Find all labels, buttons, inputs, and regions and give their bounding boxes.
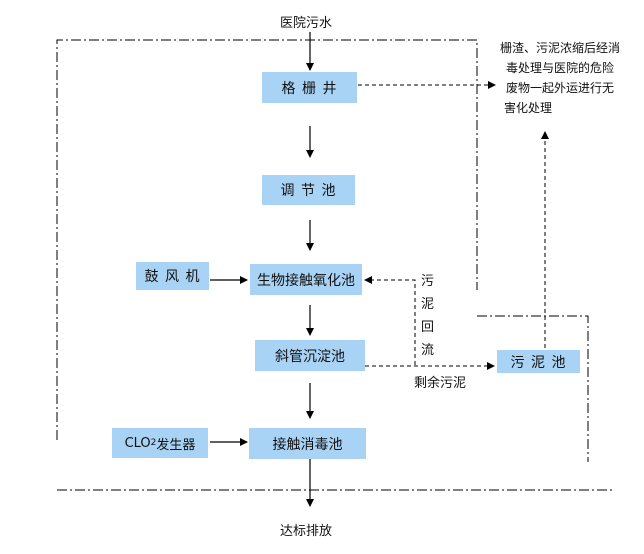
disinfection-tank-box: 接触消毒池 bbox=[249, 428, 366, 459]
clo2-subscript: 2 bbox=[150, 438, 157, 448]
outlet-label: 达标排放 bbox=[280, 524, 333, 539]
reflux-char: 污 bbox=[421, 274, 435, 289]
boundary-frame-right bbox=[477, 315, 589, 462]
clo2-formula: CLO bbox=[124, 435, 151, 451]
source-label: 医院污水 bbox=[280, 16, 333, 31]
reflux-char: 回 bbox=[421, 320, 435, 335]
waste-note-line: 毒处理与医院的危险 bbox=[505, 61, 614, 75]
reflux-char: 泥 bbox=[421, 297, 435, 312]
boundary-frame bbox=[56, 39, 478, 440]
surplus-sludge-label: 剩余污泥 bbox=[414, 376, 467, 391]
sludge-tank-box: 污 泥 池 bbox=[497, 350, 580, 373]
settling-tank-box: 斜管沉淀池 bbox=[255, 340, 365, 371]
arrow-sludge-reflux bbox=[364, 276, 416, 365]
waste-note-line: 害化处理 bbox=[504, 101, 553, 115]
waste-disposal-note: 栅渣、污泥浓缩后经消 毒处理与医院的危险 废物一起外运进行无 害化处理 bbox=[498, 38, 622, 118]
bio-oxidation-tank-box: 生物接触氧化池 bbox=[250, 264, 362, 295]
reflux-char: 流 bbox=[421, 343, 435, 358]
blower-box: 鼓 风 机 bbox=[136, 262, 209, 290]
waste-note-line: 废物一起外运进行无 bbox=[505, 81, 614, 95]
adjust-tank-box: 调 节 池 bbox=[262, 175, 355, 205]
sludge-reflux-label: 污 泥 回 流 bbox=[421, 270, 435, 362]
waste-note-line: 栅渣、污泥浓缩后经消 bbox=[499, 41, 620, 55]
clo2-generator-label: 发生器 bbox=[156, 437, 196, 453]
screen-well-box: 格 栅 井 bbox=[262, 72, 357, 103]
